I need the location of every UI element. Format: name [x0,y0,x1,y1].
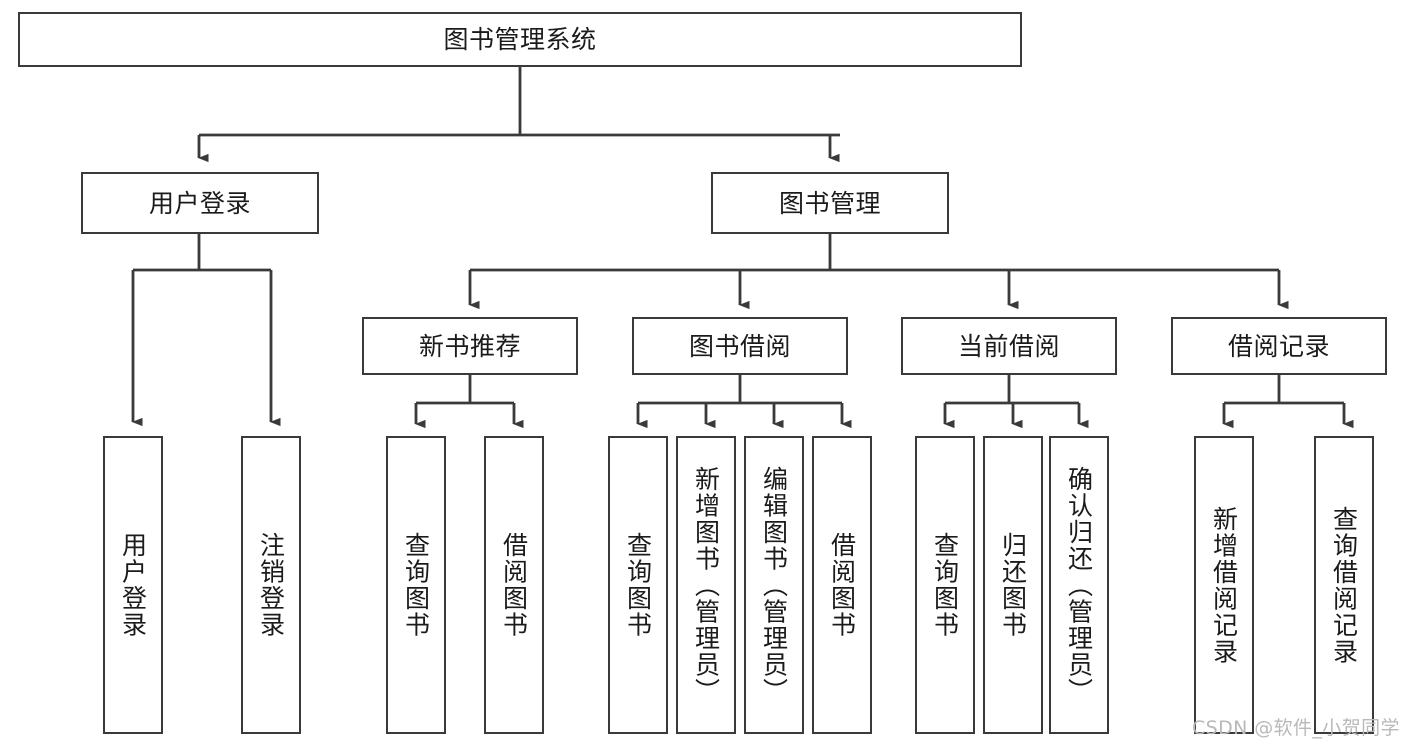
node-book-management-label: 图书管理 [778,188,881,218]
leaf-user-login-signout[interactable]: 注销登录 [241,436,301,734]
node-borrow-records-label: 借阅记录 [1227,331,1330,361]
leaf-user-login-signin[interactable]: 用户登录 [103,436,163,734]
node-user-login[interactable]: 用户登录 [81,172,319,234]
node-current-borrow[interactable]: 当前借阅 [901,317,1117,375]
leaf-user-login-signin-label: 用户登录 [118,532,148,638]
leaf-new-book-borrow-label: 借阅图书 [499,532,529,638]
leaf-borrow-edit-book-label: 编辑图书（管理员） [759,465,789,705]
leaf-records-add-record[interactable]: 新增借阅记录 [1194,436,1254,734]
node-current-borrow-label: 当前借阅 [957,331,1060,361]
leaf-borrow-add-book-label: 新增图书（管理员） [691,465,721,705]
node-root-label: 图书管理系统 [443,25,597,54]
leaf-borrow-query-book-label: 查询图书 [623,532,653,638]
leaf-current-return-book[interactable]: 归还图书 [983,436,1043,734]
node-new-book-recommend-label: 新书推荐 [418,331,521,361]
leaf-new-book-borrow[interactable]: 借阅图书 [484,436,544,734]
leaf-current-query-book[interactable]: 查询图书 [915,436,975,734]
leaf-current-return-book-label: 归还图书 [998,532,1028,638]
leaf-records-query-record-label: 查询借阅记录 [1329,505,1359,665]
leaf-current-confirm-return[interactable]: 确认归还（管理员） [1049,436,1109,734]
node-book-management[interactable]: 图书管理 [711,172,949,234]
node-borrow-records[interactable]: 借阅记录 [1171,317,1387,375]
leaf-records-add-record-label: 新增借阅记录 [1209,505,1239,665]
leaf-borrow-query-book[interactable]: 查询图书 [608,436,668,734]
node-book-borrow[interactable]: 图书借阅 [632,317,848,375]
leaf-new-book-query[interactable]: 查询图书 [386,436,446,734]
leaf-user-login-signout-label: 注销登录 [256,532,286,638]
node-book-borrow-label: 图书借阅 [688,331,791,361]
leaf-new-book-query-label: 查询图书 [401,532,431,638]
leaf-borrow-add-book[interactable]: 新增图书（管理员） [676,436,736,734]
leaf-current-query-book-label: 查询图书 [930,532,960,638]
leaf-records-query-record[interactable]: 查询借阅记录 [1314,436,1374,734]
leaf-borrow-borrow-book-label: 借阅图书 [827,532,857,638]
leaf-current-confirm-return-label: 确认归还（管理员） [1064,465,1094,705]
node-root[interactable]: 图书管理系统 [18,12,1022,67]
watermark-credit: CSDN @软件_小贺同学 [1192,717,1400,739]
node-user-login-label: 用户登录 [148,188,251,218]
leaf-borrow-edit-book[interactable]: 编辑图书（管理员） [744,436,804,734]
leaf-borrow-borrow-book[interactable]: 借阅图书 [812,436,872,734]
node-new-book-recommend[interactable]: 新书推荐 [362,317,578,375]
